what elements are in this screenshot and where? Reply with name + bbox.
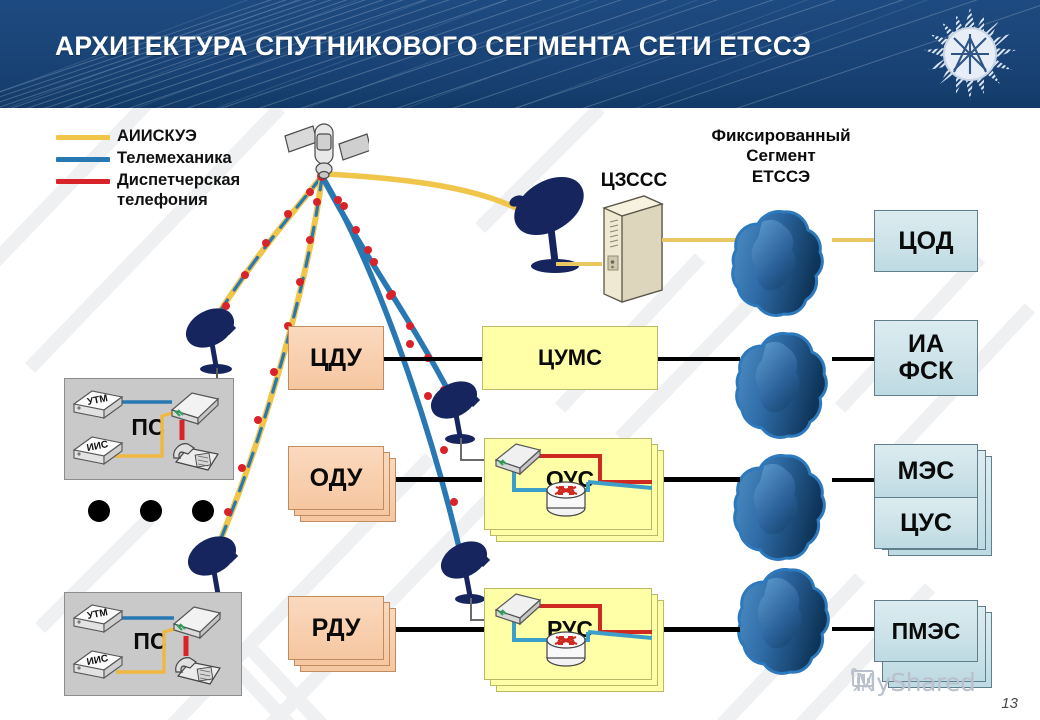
node-cdu[interactable]: ЦДУ (288, 326, 384, 390)
node-cod-label: ЦОД (898, 226, 954, 255)
ps-bottom-internal-wiring (116, 616, 189, 674)
node-ps-top-label: ПС (131, 414, 165, 440)
modem-icon-ous (494, 443, 542, 476)
watermark-text: MyShared (855, 668, 976, 697)
dish-drop-line-rus (470, 598, 472, 620)
fixed-segment-line-3: ЕТССЭ (751, 166, 811, 186)
node-cums-label: ЦУМС (538, 345, 602, 371)
cloud-segment-3 (733, 454, 826, 561)
svg-text:ИИС: ИИС (86, 653, 109, 668)
ps-top-internal-wiring (114, 400, 185, 458)
legend-label-dispatch-telephony: Диспетчерская телефония (117, 171, 241, 210)
node-pmes[interactable]: ПМЭС (874, 600, 978, 662)
modem-icon-rus (494, 593, 542, 626)
node-ia-fsk-label-line2: ФСК (898, 357, 954, 385)
page-title: АРХИТЕКТУРА СПУТНИКОВОГО СЕГМЕНТА СЕТИ Е… (55, 31, 811, 61)
cloud-segment-4 (737, 568, 830, 675)
legend-label-aiiskue: АИИСКУЭ (117, 127, 197, 145)
telephone-icon-ps-top (173, 443, 219, 471)
legend-item-dispatch-telephony: Диспетчерская телефония (56, 170, 306, 210)
fixed-segment-line-2: Сегмент (746, 146, 816, 166)
node-mes-label: МЭС (897, 456, 955, 485)
czsss-caption: ЦЗССС (600, 170, 668, 191)
satellite-dish-icon-ps-top (186, 308, 237, 374)
legend-swatch-aiiskue (56, 135, 110, 140)
legend-swatch-dispatch-telephony (56, 179, 110, 185)
legend: АИИСКУЭ Телемеханика Диспетчерская телеф… (56, 126, 306, 213)
router-icon-ous (546, 481, 586, 517)
legend-item-telemechanics: Телемеханика (56, 148, 306, 168)
slide-header: АРХИТЕКТУРА СПУТНИКОВОГО СЕГМЕНТА СЕТИ Е… (0, 0, 1040, 108)
node-odu-label: ОДУ (309, 463, 363, 492)
svg-text:ИИС: ИИС (86, 439, 109, 454)
telephone-icon-ps-bottom (175, 657, 221, 685)
ellipsis-dot-1 (88, 500, 110, 522)
fixed-segment-caption: Фиксированный Сегмент ЕТССЭ (686, 126, 876, 187)
modem-icon-ps-bottom (172, 606, 222, 640)
iis-device-icon-bottom: ИИС (72, 650, 124, 680)
node-odu[interactable]: ОДУ (288, 446, 384, 510)
node-rdu-label: РДУ (311, 613, 361, 642)
cloud-segment-1 (731, 210, 824, 317)
node-cus[interactable]: ЦУС (874, 497, 978, 549)
server-tower-icon-czsss (602, 195, 664, 303)
legend-label-telemechanics: Телемеханика (117, 149, 232, 168)
legend-item-aiiskue: АИИСКУЭ (56, 126, 306, 146)
node-pmes-label: ПМЭС (891, 617, 961, 644)
network-cloud-column (731, 210, 830, 675)
node-cdu-label: ЦДУ (310, 343, 362, 372)
iis-device-icon-top: ИИС (72, 436, 124, 466)
node-rdu[interactable]: РДУ (288, 596, 384, 660)
link-odu-to-ous (384, 477, 482, 482)
fsk-ees-logo-icon (924, 8, 1016, 100)
node-cums[interactable]: ЦУМС (482, 326, 658, 390)
page-number: 13 (1001, 695, 1018, 712)
modem-icon-ps-top (170, 392, 220, 426)
satellite-dish-icon-ous (431, 381, 481, 444)
link-cums-to-cloud (658, 357, 740, 361)
link-cdu-to-cums (384, 357, 482, 361)
router-icon-rus (546, 631, 586, 667)
node-ia-fsk-label-line1: ИА (907, 330, 945, 358)
legend-swatch-telemechanics (56, 157, 110, 163)
dish-drop-line-ous (460, 438, 462, 460)
satellite-icon (284, 123, 369, 180)
link-czsss-to-cloud (662, 238, 738, 242)
fixed-segment-line-1: Фиксированный (711, 126, 851, 145)
link-rus-to-cloud (658, 627, 740, 632)
svg-text:УТМ: УТМ (86, 607, 108, 622)
ellipsis-dot-2 (140, 500, 162, 522)
utm-device-icon-top: УТМ (72, 390, 124, 420)
satellite-dish-icon-rus (441, 541, 491, 604)
link-dish-to-czsss (556, 262, 602, 266)
node-cus-label: ЦУС (900, 508, 952, 537)
link-cloud-to-mes (832, 478, 880, 482)
header-line-pattern (0, 0, 1040, 108)
satellite-dish-icon-czsss (509, 176, 584, 273)
link-cloud-to-pmes (832, 627, 880, 631)
link-rdu-to-rus (384, 627, 484, 632)
node-ps-bottom-label: ПС (133, 628, 167, 654)
utm-device-icon-bottom: УТМ (72, 604, 124, 634)
node-cod[interactable]: ЦОД (874, 210, 978, 272)
myshared-logo-icon (851, 667, 874, 692)
link-ous-to-cloud (658, 477, 740, 482)
ellipsis-dot-3 (192, 500, 214, 522)
node-mes[interactable]: МЭС (874, 444, 978, 498)
link-cloud-to-ia-fsk (832, 357, 880, 361)
node-ia-fsk[interactable]: ИА ФСК (874, 320, 978, 396)
cloud-segment-2 (735, 332, 828, 439)
svg-text:УТМ: УТМ (86, 393, 108, 408)
link-cloud-to-cod (832, 238, 880, 242)
